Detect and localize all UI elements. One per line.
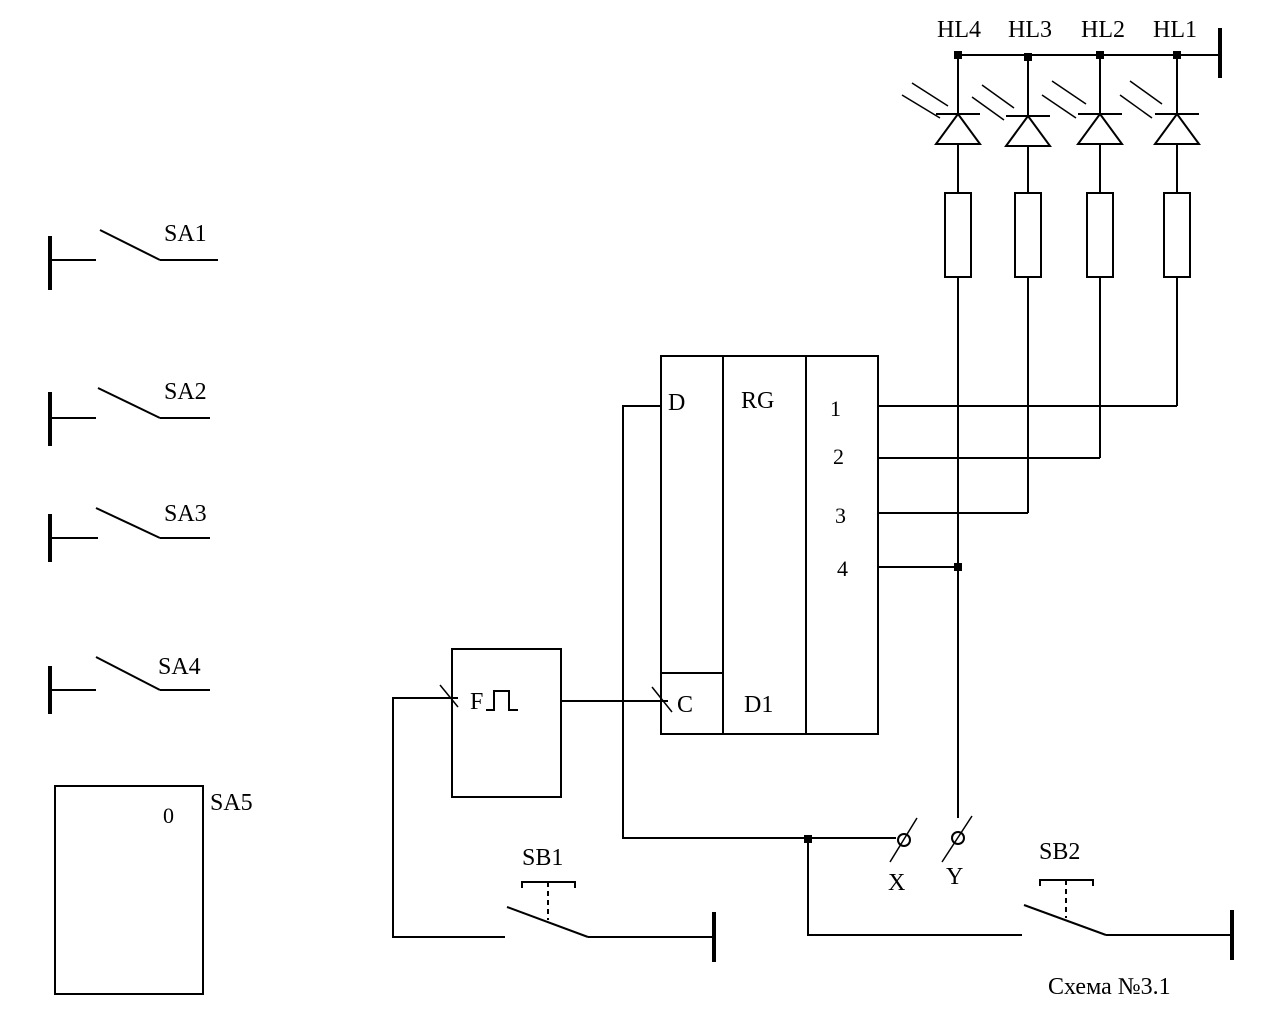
led-hl3: HL3 xyxy=(971,17,1052,513)
sa5-position-label: 0 xyxy=(163,803,174,828)
sa3-label: SA3 xyxy=(164,501,207,527)
register-c-input-label: C xyxy=(677,692,693,718)
d-input-wire xyxy=(622,405,896,843)
terminal-y-label: Y xyxy=(946,864,963,890)
switch-sa4: SA4 xyxy=(48,654,210,714)
led-hl1: HL1 xyxy=(1119,17,1201,406)
terminal-x: X xyxy=(888,817,918,896)
button-sb1: SB1 xyxy=(392,697,716,962)
sb2-label: SB2 xyxy=(1039,839,1080,865)
register-rg-label: RG xyxy=(741,388,774,414)
switch-sa2: SA2 xyxy=(48,379,210,446)
register-designator-label: D1 xyxy=(744,692,773,718)
register-output-2-label: 2 xyxy=(833,444,844,469)
output-wires xyxy=(878,405,1177,571)
register-d-input-label: D xyxy=(668,390,685,416)
led-hl4: HL4 xyxy=(901,17,982,818)
button-sb2: SB2 xyxy=(807,838,1234,960)
led-hl2: HL2 xyxy=(1041,17,1125,458)
hl1-label: HL1 xyxy=(1153,17,1197,43)
schematic-caption: Схема №3.1 xyxy=(1048,974,1171,1000)
switch-sa5: 0 SA5 xyxy=(54,785,253,995)
sa4-label: SA4 xyxy=(158,654,201,680)
hl4-label: HL4 xyxy=(937,17,981,43)
terminal-y: Y xyxy=(941,815,973,890)
sa2-label: SA2 xyxy=(164,379,207,405)
switch-sa1: SA1 xyxy=(48,221,218,290)
register-output-4-label: 4 xyxy=(837,556,848,581)
register-d1: D RG C D1 1 2 3 4 xyxy=(660,355,879,735)
c-input-wire xyxy=(561,686,673,713)
terminal-x-label: X xyxy=(888,870,905,896)
pulse-waveform-icon xyxy=(486,690,518,711)
generator-label: F xyxy=(470,689,483,715)
pulse-generator: F xyxy=(439,648,562,798)
sb1-label: SB1 xyxy=(522,845,563,871)
sa5-label: SA5 xyxy=(210,790,253,816)
switch-sa3: SA3 xyxy=(48,501,210,562)
register-output-3-label: 3 xyxy=(835,503,846,528)
sa1-label: SA1 xyxy=(164,221,207,247)
hl3-label: HL3 xyxy=(1008,17,1052,43)
hl2-label: HL2 xyxy=(1081,17,1125,43)
register-output-1-label: 1 xyxy=(830,396,841,421)
